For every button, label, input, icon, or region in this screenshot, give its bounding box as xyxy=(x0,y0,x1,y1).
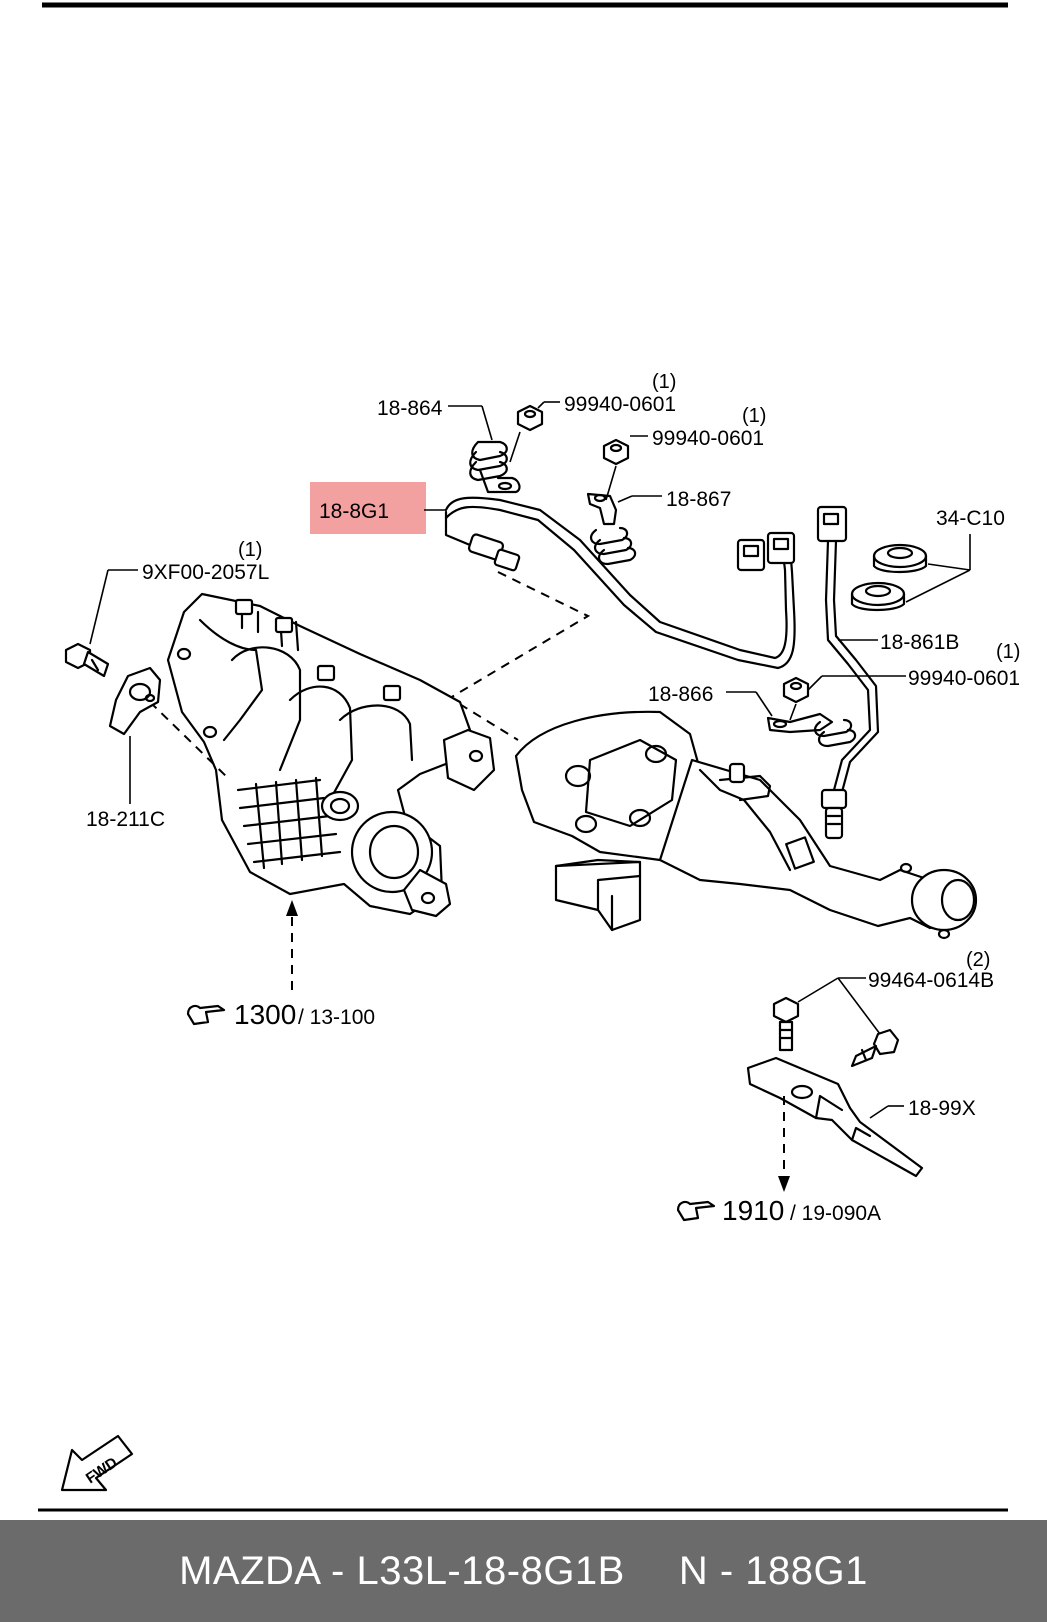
footer-part-number: MAZDA - L33L-18-8G1B xyxy=(179,1548,625,1593)
bolt-9xf00[interactable] xyxy=(64,642,110,678)
ref-1300-sub: / 13-100 xyxy=(298,1006,375,1029)
oxygen-sensor-lower[interactable] xyxy=(816,505,880,840)
callout-18-211c[interactable]: 18-211C xyxy=(86,808,165,831)
sensor-18-211c[interactable] xyxy=(108,666,162,736)
reference-1300[interactable]: 1300 / 13-100 xyxy=(186,999,375,1030)
callout-18-99x[interactable]: 18-99X xyxy=(908,1097,976,1120)
callout-18-866[interactable]: 18-866 xyxy=(648,683,713,706)
nut-c[interactable] xyxy=(782,676,810,704)
qty-99940-a: (1) xyxy=(652,371,676,393)
highlight-box[interactable] xyxy=(310,482,426,534)
callout-99464-0614b[interactable]: 99464-0614B xyxy=(868,969,994,992)
bolts-99464[interactable] xyxy=(772,996,900,1068)
nut-a[interactable] xyxy=(516,404,544,432)
grommets-34-c10[interactable] xyxy=(850,543,928,612)
bracket-18-99x[interactable] xyxy=(746,1056,924,1178)
ref-1910-main: 1910 xyxy=(722,1195,784,1226)
callout-18-864[interactable]: 18-864 xyxy=(377,397,443,420)
oxygen-sensor-upper[interactable] xyxy=(444,496,796,670)
footer-bar: MAZDA - L33L-18-8G1B N - 188G1 xyxy=(0,1520,1047,1622)
callout-99940-0601-c[interactable]: 99940-0601 xyxy=(908,667,1020,690)
callout-18-8g1[interactable]: 18-8G1 xyxy=(319,500,389,523)
parts-diagram: 18-8G1 18-864 (1) 99940-0601 (1) xyxy=(38,2,1020,1512)
footer-diagram-number: N - 188G1 xyxy=(678,1548,868,1593)
callout-99940-0601-b[interactable]: 99940-0601 xyxy=(652,427,764,450)
ref-1300-main: 1300 xyxy=(234,999,296,1030)
callout-99940-0601-a[interactable]: 99940-0601 xyxy=(564,393,676,416)
ref-1910-sub: / 19-090A xyxy=(790,1202,881,1225)
qty-99940-c: (1) xyxy=(996,641,1020,663)
bracket-18-866[interactable] xyxy=(766,712,857,748)
qty-99940-b: (1) xyxy=(742,405,766,427)
exhaust-manifold-converter[interactable] xyxy=(514,710,978,940)
intake-manifold[interactable] xyxy=(166,592,496,918)
spring-clip-18-864[interactable] xyxy=(469,440,521,494)
bracket-18-867[interactable] xyxy=(586,492,637,566)
callout-18-861b[interactable]: 18-861B xyxy=(880,631,959,654)
qty-9xf00: (1) xyxy=(238,539,262,561)
callout-34-c10[interactable]: 34-C10 xyxy=(936,507,1005,530)
qty-99464: (2) xyxy=(966,949,990,971)
reference-1910[interactable]: 1910 / 19-090A xyxy=(676,1195,881,1226)
callout-18-867[interactable]: 18-867 xyxy=(666,488,731,511)
nut-b[interactable] xyxy=(602,438,630,466)
fwd-arrow-icon: FWD xyxy=(60,1434,134,1492)
callout-9xf00-2057l[interactable]: 9XF00-2057L xyxy=(142,561,269,584)
